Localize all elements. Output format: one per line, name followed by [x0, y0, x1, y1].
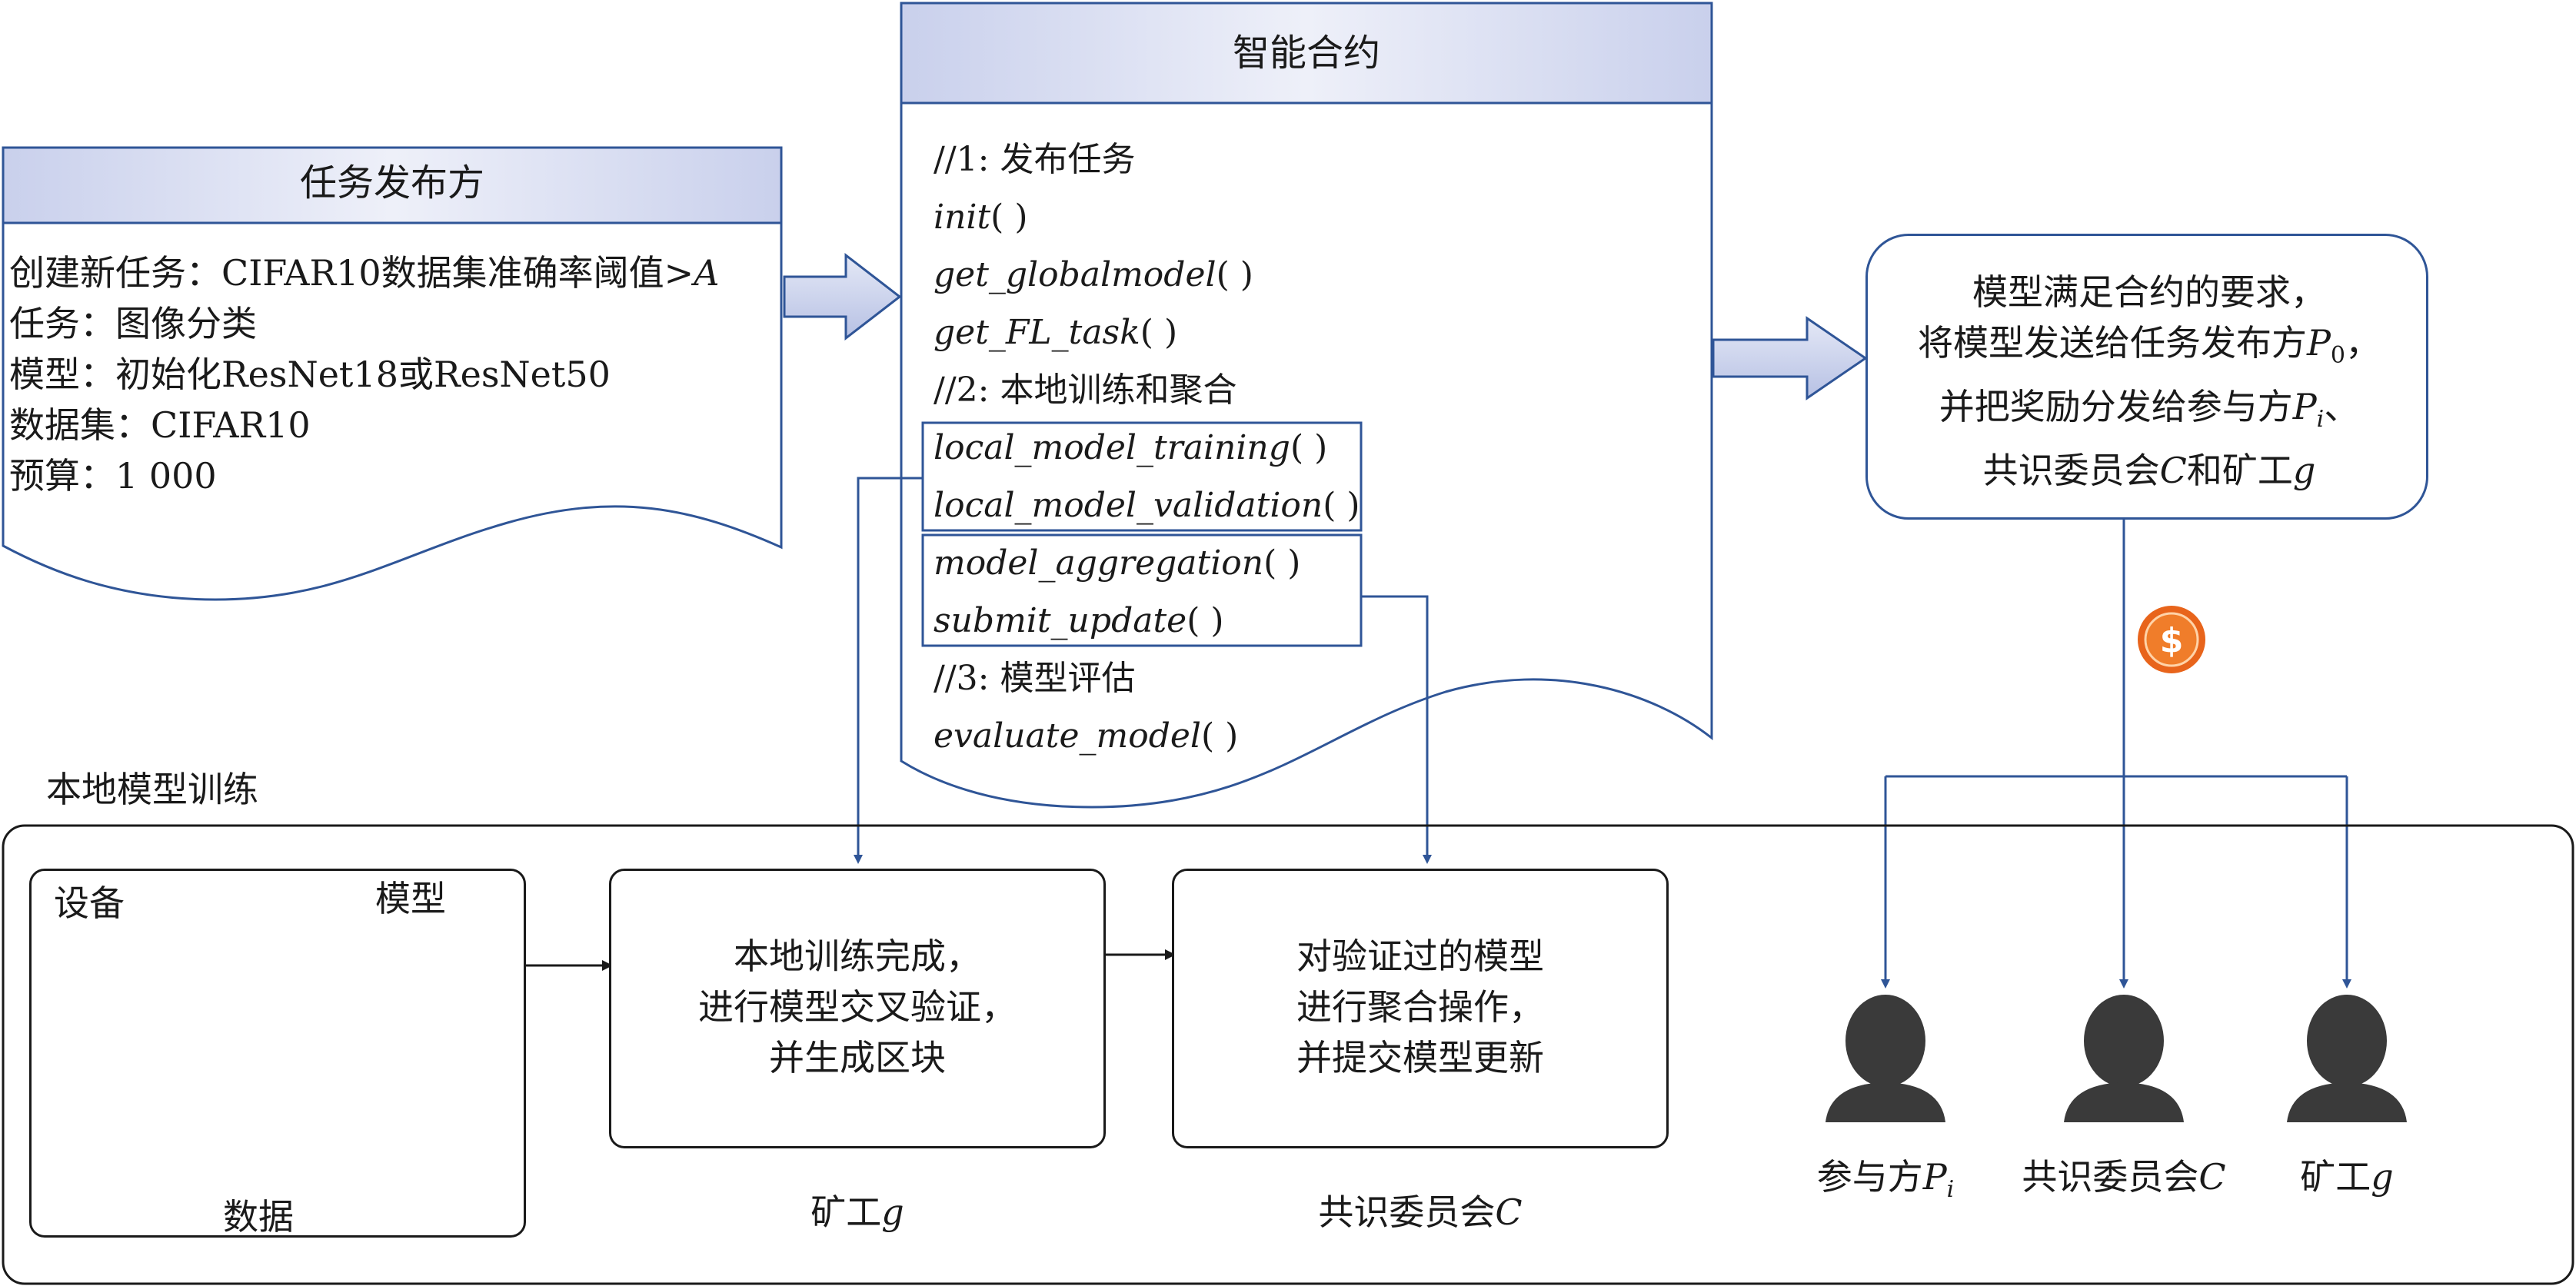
result-line-3: 并把奖励分发给参与方Pi、 — [1939, 386, 2360, 434]
contract-document — [900, 2, 1713, 809]
aggregation-connector — [1361, 595, 1432, 864]
committee-process-box: 对验证过的模型 进行聚合操作， 并提交模型更新 — [1172, 869, 1669, 1148]
publisher-document — [2, 146, 783, 601]
miner-box-line-3: 并生成区块 — [769, 1037, 946, 1078]
coin-icon: $ — [2138, 606, 2205, 673]
contract-step3: //3: 模型评估 — [934, 659, 1136, 698]
person-icon — [2064, 995, 2184, 1122]
miner-box-line-2: 进行模型交叉验证， — [698, 986, 1017, 1028]
model-label: 模型 — [375, 878, 446, 919]
svg-text:$: $ — [2160, 621, 2184, 660]
committee-box-line-3: 并提交模型更新 — [1296, 1037, 1544, 1078]
recipient-committee: 共识委员会C — [2022, 1156, 2226, 1198]
contract-title: 智能合约 — [1232, 32, 1380, 75]
contract-to-result-arrow — [1712, 316, 1868, 400]
device-label: 设备 — [54, 882, 125, 924]
result-line-4: 共识委员会C和矿工g — [1982, 450, 2316, 492]
fn-evaluate-model: evaluate_model( ) — [934, 716, 1239, 756]
reward-distribution-lines — [1881, 520, 2351, 989]
fn-model-aggregation: model_aggregation( ) — [934, 543, 1301, 583]
miner-caption: 矿工g — [810, 1191, 904, 1233]
contract-step2: //2: 本地训练和聚合 — [934, 371, 1237, 410]
recipient-participant: 参与方Pi — [1816, 1156, 1955, 1204]
person-icon — [1825, 995, 1945, 1122]
local-training-label: 本地模型训练 — [46, 769, 258, 810]
committee-caption: 共识委员会C — [1318, 1191, 1523, 1233]
device-box — [29, 869, 526, 1238]
recipient-miner: 矿工g — [2300, 1156, 2394, 1198]
training-connector — [854, 477, 923, 864]
contract-step1: //1: 发布任务 — [934, 140, 1136, 179]
result-line-1: 模型满足合约的要求， — [1972, 271, 2326, 313]
fn-submit-update: submit_update( ) — [934, 601, 1224, 640]
publisher-line-task: 创建新任务：CIFAR10数据集准确率阈值>A — [9, 252, 720, 294]
data-label: 数据 — [223, 1196, 294, 1238]
publisher-to-contract-arrow — [783, 252, 902, 341]
publisher-line-model: 模型：初始化ResNet18或ResNet50 — [9, 354, 611, 395]
publisher-line-dataset: 数据集：CIFAR10 — [9, 404, 311, 446]
publisher-title: 任务发布方 — [299, 161, 484, 204]
publisher-line-type: 任务：图像分类 — [9, 303, 257, 344]
training-fn-group — [921, 421, 1363, 532]
committee-box-line-1: 对验证过的模型 — [1296, 935, 1544, 977]
aggregation-fn-group — [921, 533, 1363, 647]
result-line-2: 将模型发送给任务发布方P0， — [1917, 322, 2381, 370]
publisher-line-budget: 预算：1 000 — [9, 455, 217, 497]
committee-box-line-2: 进行聚合操作， — [1296, 986, 1544, 1028]
publisher-body: 创建新任务：CIFAR10数据集准确率阈值>A 任务：图像分类 模型：初始化Re… — [9, 248, 719, 501]
miner-box-line-1: 本地训练完成， — [734, 935, 981, 977]
fn-get-globalmodel: get_globalmodel( ) — [934, 255, 1253, 294]
result-box: 模型满足合约的要求， 将模型发送给任务发布方P0， 并把奖励分发给参与方Pi、 … — [1865, 234, 2428, 520]
fn-init: init( ) — [934, 198, 1028, 237]
contract-body: //1: 发布任务 init( ) get_globalmodel( ) get… — [934, 131, 1360, 765]
miner-process-box: 本地训练完成， 进行模型交叉验证， 并生成区块 — [609, 869, 1106, 1148]
fn-get-fl-task: get_FL_task( ) — [934, 313, 1178, 352]
fn-local-training: local_model_training( ) — [934, 428, 1328, 467]
person-icon — [2287, 995, 2407, 1122]
local-training-frame — [2, 824, 2574, 1285]
fn-local-validation: local_model_validation( ) — [934, 486, 1360, 525]
